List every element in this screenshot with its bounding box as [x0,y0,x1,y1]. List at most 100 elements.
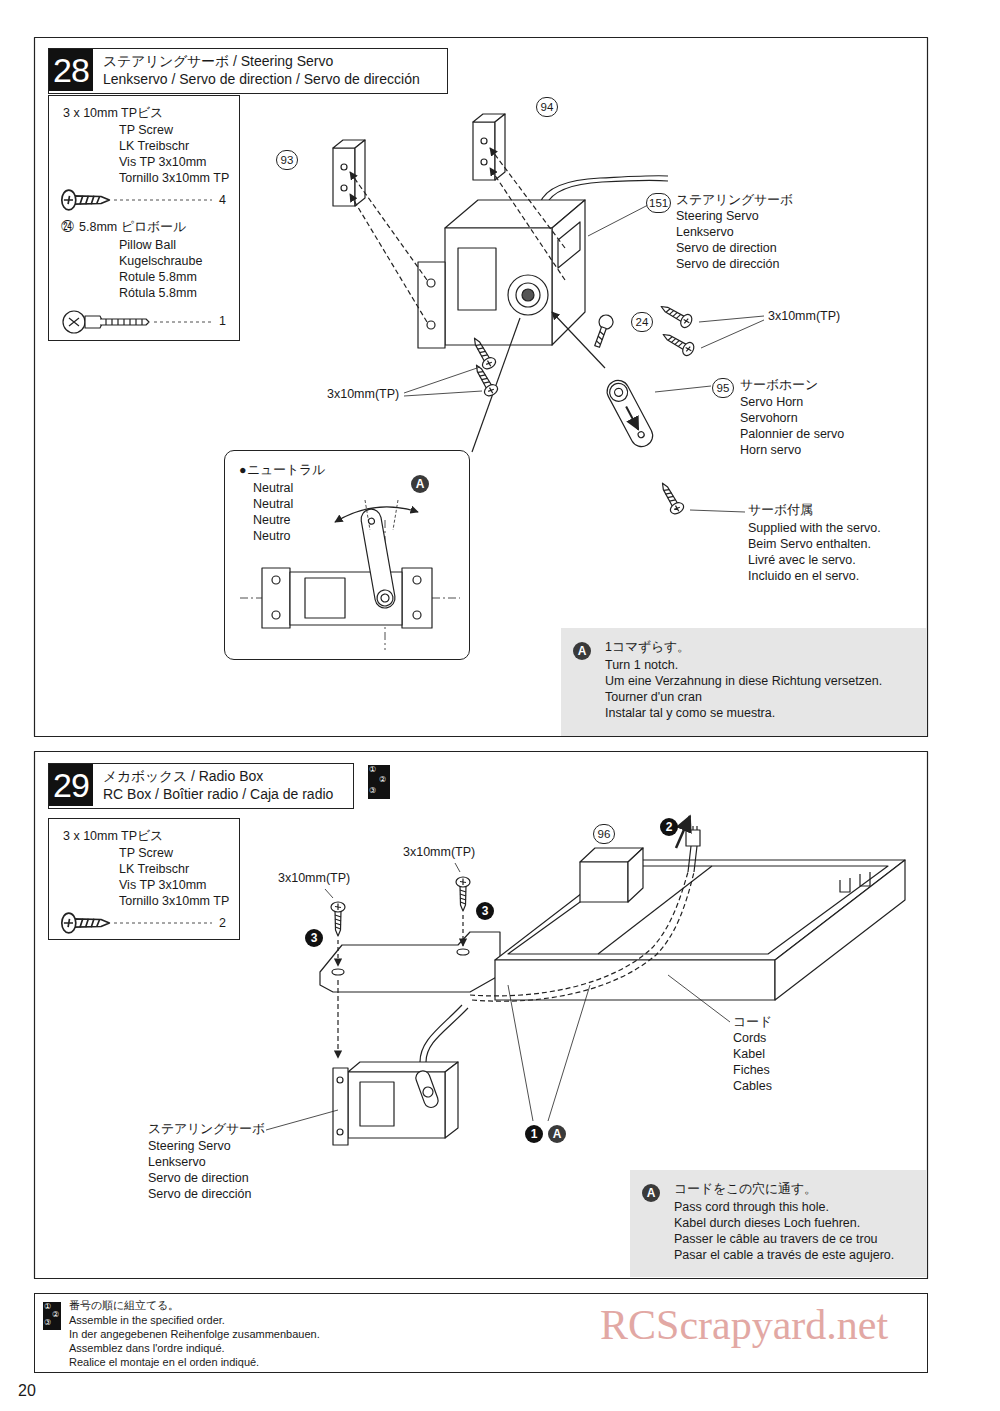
step-title: Lenkservo / Servo de direction / Servo d… [103,71,420,88]
parts-icons-part [85,316,102,328]
neutral-diagram-part [360,508,397,610]
step-header: 28ステアリングサーボ / Steering ServoLenkservo / … [48,48,448,94]
pillow-ball [591,313,615,349]
leader-line-part [325,889,333,898]
radio-box-part [580,862,628,902]
leader-line-part [655,386,711,392]
part-text: Instalar tal y como se muestra. [605,706,775,721]
mount-post [333,114,505,206]
callout-text: サーボ付属 [748,503,813,518]
cord-part [426,1008,468,1062]
neutral-diagram-part [402,568,432,628]
part-text: ●ニュートラル [239,463,325,478]
parts-icons-part [62,913,110,933]
cord-part [689,826,697,830]
callout-text: Steering Servo [148,1139,231,1154]
callout-text: Servohorn [740,411,798,426]
steering-servo-part [337,1129,343,1135]
leader-line [266,863,730,1130]
order-digit: ① [369,766,376,774]
part-text: LK Treibschr [119,862,189,877]
mount-post-part [341,185,347,191]
inset-box: ●ニュートラルNeutralNeutralNeutreNeutroA [224,450,470,660]
servo-body-part [558,222,580,268]
assembly-arrow-part [350,172,427,280]
note-marker: A [411,475,429,493]
leader-line-part [266,1110,338,1130]
part-text: Neutral [253,481,293,496]
steering-servo-part [337,1077,343,1083]
callout-text: Livré avec le servo. [748,553,856,568]
neutral-diagram-part [413,611,421,619]
part-text: Turn 1 notch. [605,658,678,673]
neutral-diagram-part-part [368,518,375,525]
assembly-arrow-part [337,940,338,966]
panel-frame-part [35,38,928,737]
servo-body-part [418,262,445,348]
neutral-diagram-part [365,500,398,530]
assembly-arrow-part [490,168,565,280]
part-text: 1コマずらす。 [605,640,690,655]
parts-icons-part [63,311,85,333]
callout-text: Supplied with the servo. [748,521,881,536]
part-text: Neutral [253,497,293,512]
radio-box [320,848,905,1000]
callout-text: Palonnier de servo [740,427,844,442]
leader-line-part [699,316,764,322]
part-text: TP Screw [119,123,173,138]
mount-post-part [481,159,487,165]
leader-line-part [668,975,730,1022]
servo-horn-part [613,387,624,398]
callout-number: 94 [536,97,558,117]
radio-box-part [508,866,888,954]
callout-number: 151 [646,193,671,213]
steering-servo-part [445,1062,458,1138]
step-title: RC Box / Boîtier radio / Caja de radio [103,786,333,803]
panel-frame [35,38,928,1279]
screw-part [470,362,499,398]
assembly-arrow-part [337,980,338,1058]
radio-box-part [628,848,643,902]
part-text: Neutre [253,513,291,528]
parts-icons-part [69,318,79,326]
leader-line-part [455,863,460,872]
callout-text: Servo de dirección [148,1187,252,1202]
order-number: 1 [525,1125,543,1143]
watermark: RCScrapyard.net [600,1300,888,1350]
callout-text: サーボホーン [740,378,818,393]
pillow-ball-part [596,331,605,344]
steering-servo-part-part [422,1086,435,1099]
order-digit: ① [44,1303,51,1311]
servo-body-part [427,279,435,287]
part-text: コードをこの穴に通す。 [674,1182,817,1197]
callout-text: ステアリングサーボ [148,1122,265,1137]
cord-part [686,830,700,846]
callout-number: 95 [712,378,734,398]
order-digit: ② [52,1311,59,1319]
part-text: ㉔ [61,220,74,235]
radio-box-part [457,949,469,955]
order-digit: ③ [44,1319,51,1327]
screw-part [456,877,470,911]
callout-text: 3x10mm(TP) [327,387,399,402]
neutral-diagram-part-part [360,508,397,610]
assembly-arrow-part [350,194,427,322]
cord-part [688,846,697,872]
neutral-diagram [240,500,460,650]
servo-horn [603,377,656,451]
callout-text: Servo de direction [676,241,777,256]
step-title: ステアリングサーボ / Steering Servo [103,53,333,70]
part-text: Vis TP 3x10mm [119,878,207,893]
radio-box-part [775,860,905,1000]
note-box: Aコードをこの穴に通す。Pass cord through this hole.… [630,1170,927,1277]
screw-part [656,480,685,516]
steering-servo-part-part [414,1069,440,1109]
callout-text: Servo de dirección [676,257,780,272]
order-icon: ①②③ [43,1302,61,1330]
order-number: 3 [305,929,323,947]
callout-text: 3x10mm(TP) [278,871,350,886]
callout-text: Beim Servo enthalten. [748,537,871,552]
order-number: 2 [660,818,678,836]
assembly-arrow-part [462,915,463,946]
